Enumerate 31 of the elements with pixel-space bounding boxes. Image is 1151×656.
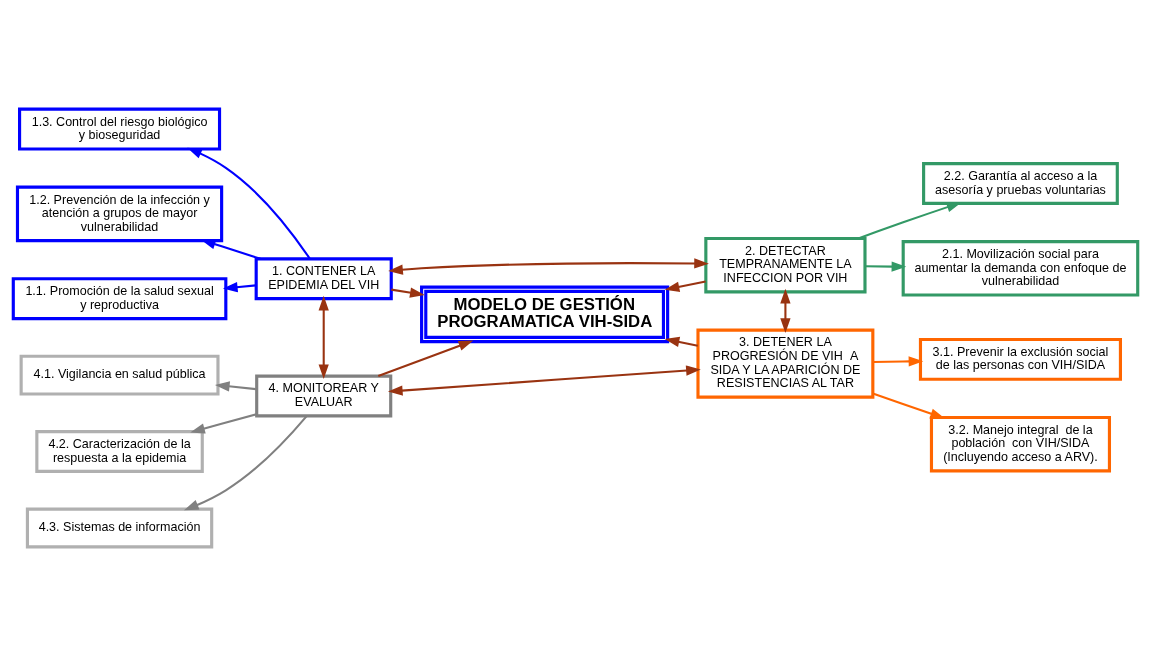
arrow: [214, 381, 257, 392]
arrow: [872, 356, 924, 367]
arrow: [391, 287, 425, 298]
arrow: [872, 392, 945, 419]
node-box: 2. DETECTAR TEMPRANAMENTE LA INFECCION POR VIH: [704, 236, 867, 294]
arrow: [222, 282, 256, 293]
node-box: 2.2. Garantía al acceso a la asesoría y pruebas voluntarias: [922, 162, 1119, 205]
node-box: MODELO DE GESTIÓN PROGRAMATICA VIH-SIDA: [420, 285, 670, 344]
node-box: 3.1. Prevenir la exclusión social de las personas con VIH/SIDA: [918, 337, 1122, 381]
node-box: 4.3. Sistemas de información: [25, 507, 214, 549]
arrow: [388, 258, 709, 275]
arrow: [190, 413, 257, 434]
arrow: [183, 415, 308, 511]
arrow: [318, 295, 329, 380]
arrow: [387, 365, 701, 396]
node-box: 4. MONITOREAR Y EVALUAR: [255, 374, 393, 418]
node-box: 1. CONTENER LA EPIDEMIA DEL VIH: [254, 257, 393, 301]
node-box: 2.1. Movilización social para aumentar la demanda con enfoque de vulnerabilidad: [901, 240, 1140, 297]
arrow: [780, 288, 791, 333]
node-box: 1.3. Control del riesgo biológico y bioseguridad: [18, 107, 222, 151]
arrow: [664, 336, 698, 347]
arrow: [187, 147, 311, 260]
node-box: 1.1. Promoción de la salud sexual y reproductiva: [11, 277, 228, 321]
node-box: 4.2. Caracterización de la respuesta a la epidemia: [35, 430, 204, 473]
arrow: [865, 261, 907, 272]
node-box: 3. DETENER LA PROGRESIÓN DE VIH A SIDA Y LA APARICIÓN DE RESISTENCIAS AL TAR: [696, 328, 875, 399]
arrow: [377, 340, 474, 378]
node-box: 1.2. Prevención de la infección y atención a grupos de mayor vulnerabilidad: [15, 185, 224, 243]
node-box: 3.2. Manejo integral de la población con VIH/SIDA (Incluyendo acceso a ARV).: [929, 415, 1111, 473]
arrow: [664, 280, 706, 292]
node-box: 4.1. Vigilancia en salud pública: [19, 354, 220, 396]
